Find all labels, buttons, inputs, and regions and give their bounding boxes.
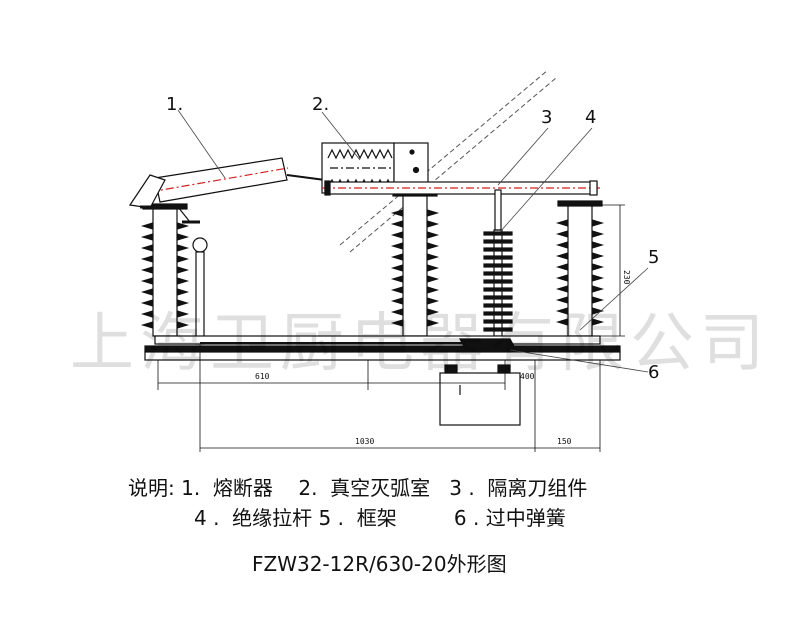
dim-150: 150 (557, 437, 572, 446)
legend-num-4: 4 . (194, 506, 220, 530)
callout-2: 2. (312, 94, 329, 115)
dim-400: 400 (520, 372, 535, 381)
legend-num-3: 3 . (449, 476, 475, 500)
rod-shed (483, 319, 513, 324)
callout-5: 5 (648, 247, 659, 268)
rod-shed (483, 263, 513, 268)
frame (144, 335, 621, 361)
rod-shed (483, 271, 513, 276)
rod-shed (483, 327, 513, 332)
legend-prefix: 说明: (128, 476, 175, 500)
legend-label-6: 过中弹簧 (485, 506, 566, 530)
legend-label-2: 真空灭弧室 (330, 476, 431, 500)
callout-leaders (177, 109, 649, 373)
legend-label-1: 熔断器 (212, 476, 273, 500)
legend-line-1: 说明: 1. 熔断器 2. 真空灭弧室 3 . 隔离刀组件 (128, 472, 587, 501)
callout-6: 6 (648, 362, 659, 383)
legend-num-1: 1. (181, 476, 201, 500)
dim-230: 230 (622, 270, 631, 285)
isolating-blade (322, 180, 600, 196)
legend-label-5: 框架 (356, 506, 397, 530)
insulator (555, 200, 605, 337)
rod-shed (483, 303, 513, 308)
rod-shed (483, 247, 513, 252)
rod-shed (483, 311, 513, 316)
dim-610: 610 (255, 372, 270, 381)
drawing-title: FZW32-12R/630-20外形图 (252, 552, 507, 576)
rod-shed (483, 231, 513, 236)
callout-4: 4 (585, 107, 596, 128)
insulator (390, 190, 440, 337)
legend-label-4: 绝缘拉杆 (232, 506, 313, 530)
rod-shed (483, 239, 513, 244)
callout-3: 3 (541, 107, 552, 128)
callout-1: 1. (166, 94, 183, 115)
legend-num-6: 6 . (453, 506, 480, 530)
dim-1030: 1030 (355, 437, 374, 446)
dimension-lines (157, 204, 625, 452)
mechanism-box (439, 364, 521, 426)
legend-num-5: 5 . (318, 506, 344, 530)
legend-line-2: 4 . 绝缘拉杆 5 . 框架 6 . 过中弹簧 (194, 502, 566, 531)
rod-shed (483, 279, 513, 284)
fuse (128, 157, 326, 209)
rod-shed (483, 295, 513, 300)
open-blade-ghost (339, 69, 557, 253)
switch-outline-drawing: 1. 2. 3 4 5 6 610 400 1030 150 230 (128, 69, 659, 452)
rod-shed (483, 287, 513, 292)
bellows (327, 148, 393, 160)
legend-label-3: 隔离刀组件 (487, 476, 588, 500)
insulating-rod (483, 189, 513, 337)
watermark: 上海卫厨电器有限公司 (70, 307, 770, 381)
legend-num-2: 2. (298, 476, 318, 500)
rod-shed (483, 255, 513, 260)
